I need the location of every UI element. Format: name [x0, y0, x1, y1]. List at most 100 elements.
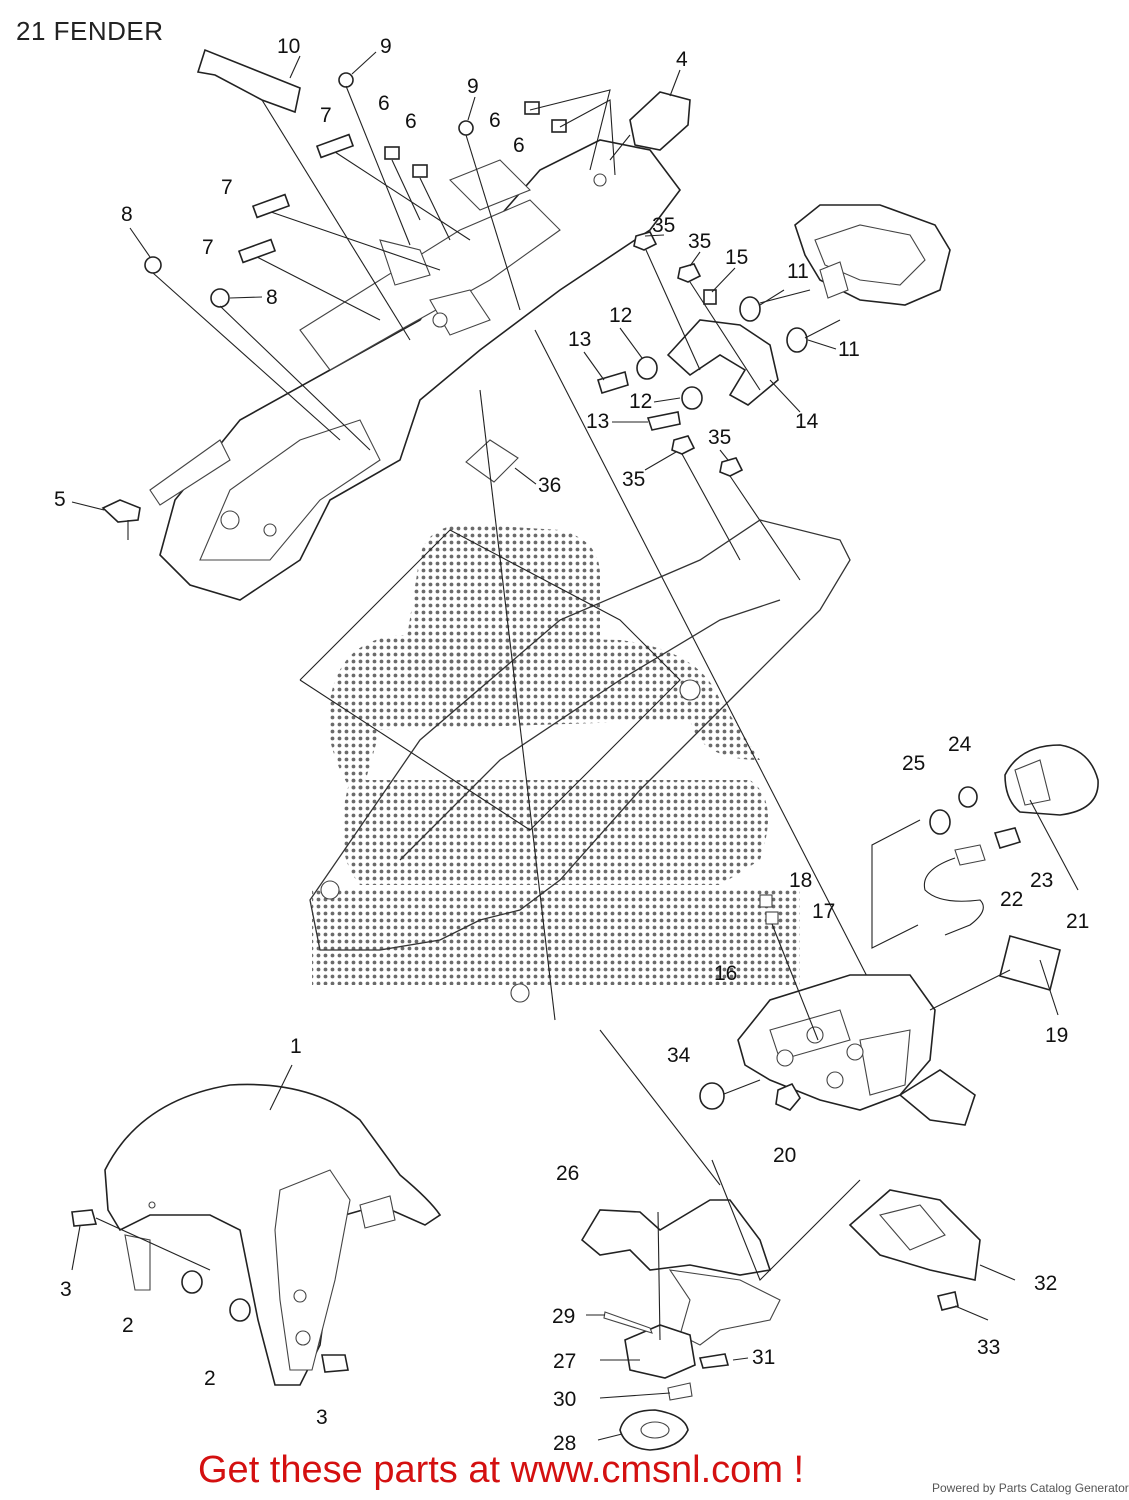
callout-labels: 10 9 7 6 6 9 6 6 4 7 8 7 8 35 35 15 11 1…: [54, 35, 1089, 1455]
spring-30: [667, 1382, 693, 1401]
callout-35d: 35: [622, 468, 645, 491]
callout-6c: 6: [489, 109, 501, 132]
screw-31: [698, 1353, 730, 1369]
callout-29: 29: [552, 1305, 575, 1328]
nut-35d: [719, 457, 744, 477]
callout-7b: 7: [221, 176, 233, 199]
callout-32: 32: [1034, 1272, 1057, 1295]
callout-11a: 11: [787, 260, 809, 283]
bracket-14: [666, 319, 779, 406]
bolt-9b: [458, 120, 474, 136]
damper-7a: [315, 133, 355, 159]
callout-5: 5: [54, 488, 66, 511]
pad-36: [465, 439, 519, 483]
bolt-9a: [338, 72, 354, 88]
callout-11b: 11: [838, 338, 860, 361]
callout-13a: 13: [568, 328, 591, 351]
callout-10: 10: [277, 35, 300, 58]
callout-30: 30: [553, 1388, 576, 1411]
callout-1: 1: [290, 1035, 302, 1058]
bolt-3a: [71, 1209, 98, 1227]
callout-17: 17: [812, 900, 835, 923]
grommet-2a: [181, 1270, 203, 1294]
washer-18: [759, 894, 773, 908]
cms-watermark: [312, 524, 800, 985]
callout-25: 25: [902, 752, 925, 775]
damper-7c: [237, 238, 277, 264]
rear-fender-assembly: [149, 139, 681, 601]
callout-12b: 12: [629, 390, 652, 413]
grommet-11a: [739, 296, 761, 322]
grommet-25: [929, 809, 951, 835]
nut-35a: [633, 231, 658, 251]
bolt-8b: [210, 288, 230, 308]
callout-15: 15: [725, 246, 748, 269]
screw-15: [703, 289, 717, 305]
callout-16: 16: [714, 962, 737, 985]
footer-credit: Powered by Parts Catalog Generator: [932, 1481, 1129, 1495]
callout-24: 24: [948, 733, 972, 756]
bulb-23: [993, 827, 1022, 849]
callout-2a: 2: [122, 1314, 134, 1337]
callout-2b: 2: [204, 1367, 216, 1390]
small-bracket: [101, 499, 141, 523]
damper-7b: [251, 193, 291, 219]
callout-28: 28: [553, 1432, 576, 1455]
grommet-2b: [229, 1298, 251, 1322]
frame-outline: [309, 519, 851, 1003]
wire-22: [923, 857, 984, 936]
callout-21: 21: [1066, 910, 1089, 933]
bolt-3b: [321, 1354, 349, 1373]
callout-22: 22: [1000, 888, 1023, 911]
rear-cover: [629, 91, 691, 151]
nut-6d: [551, 119, 567, 133]
callout-35b: 35: [688, 230, 711, 253]
callout-8b: 8: [266, 286, 278, 309]
callout-6b: 6: [405, 110, 417, 133]
callout-9b: 9: [467, 75, 479, 98]
tail-light: [794, 204, 951, 306]
callout-26: 26: [556, 1162, 579, 1185]
grommet-11b: [786, 327, 808, 353]
turn-signal: [1004, 744, 1099, 816]
callout-12a: 12: [609, 304, 632, 327]
bracket-32: [848, 1189, 981, 1281]
callout-18: 18: [789, 869, 812, 892]
collar-12a: [636, 356, 658, 380]
callout-19: 19: [1045, 1024, 1068, 1047]
callout-34: 34: [667, 1044, 691, 1067]
grommet-24: [958, 786, 978, 808]
callout-35c: 35: [708, 426, 731, 449]
collar-12b: [681, 386, 703, 410]
seat-strap: [196, 48, 301, 114]
damper-34: [699, 1082, 725, 1110]
callout-35a: 35: [652, 214, 675, 237]
license-bracket: [737, 974, 976, 1126]
callout-23: 23: [1030, 869, 1053, 892]
callout-14: 14: [795, 410, 819, 433]
cta-link[interactable]: Get these parts at www.cmsnl.com !: [198, 1449, 805, 1491]
callout-27: 27: [553, 1350, 576, 1373]
callout-8a: 8: [121, 203, 133, 226]
callout-4: 4: [676, 48, 688, 71]
callout-20: 20: [773, 1144, 796, 1167]
bracket-26: [580, 1199, 781, 1346]
callout-7c: 7: [202, 236, 214, 259]
screw-33: [937, 1291, 959, 1311]
nut-6a: [384, 146, 400, 160]
bolt-29: [603, 1311, 653, 1334]
callout-13b: 13: [586, 410, 609, 433]
nut-35b: [677, 263, 702, 283]
front-fender: [104, 1083, 442, 1386]
callout-6a: 6: [378, 92, 390, 115]
nut-35c: [671, 435, 696, 455]
callout-31: 31: [752, 1346, 775, 1369]
callout-3a: 3: [60, 1278, 72, 1301]
nut-20: [775, 1082, 801, 1111]
bolt-13b: [646, 411, 681, 431]
callout-7a: 7: [320, 104, 332, 127]
bolt-8a: [144, 256, 162, 274]
callout-33: 33: [977, 1336, 1000, 1359]
bolt-13a: [596, 370, 629, 394]
